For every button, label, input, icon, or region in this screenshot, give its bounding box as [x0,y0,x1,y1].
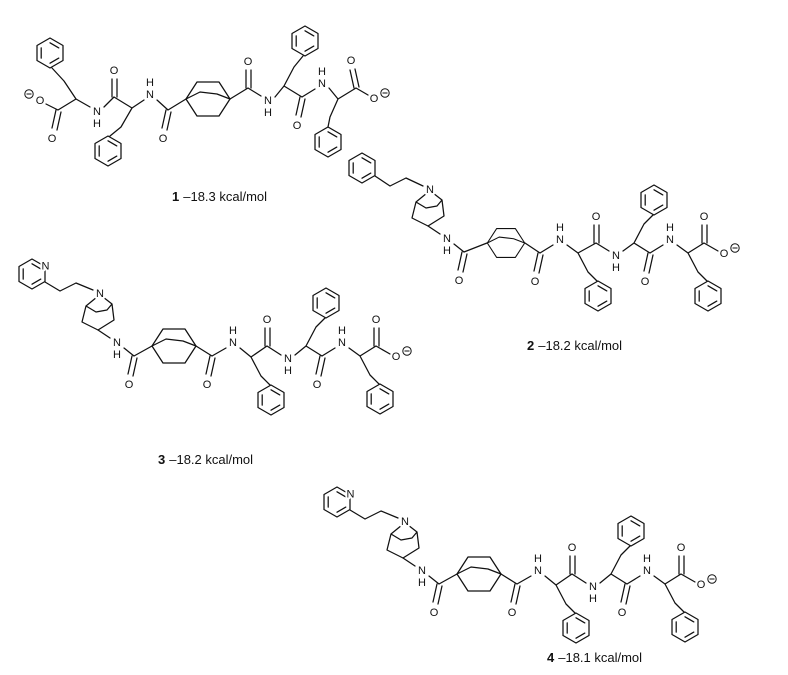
double-bonds [457,224,708,274]
nitrogen-label: N [264,95,272,107]
phenyl-ring [694,280,722,312]
molecule-4-caption: 4–18.1 kcal/mol [547,650,642,665]
molecule-4-structure [324,487,716,643]
nitrogen-label: N [93,106,101,118]
bicyclooctane-cage [486,228,526,258]
nitrogen-label: N [556,234,564,246]
molecule-1-caption: 1–18.3 kcal/mol [172,189,267,204]
nitrogen-label: N [443,233,451,245]
bicyclooctane-cage [185,81,231,117]
compound-number: 4 [547,650,555,665]
hydrogen-label: H [318,66,326,78]
negative-charge-icon [24,89,34,99]
compound-number: 3 [158,452,166,467]
negative-charge-icon [380,88,390,98]
hydrogen-label: H [93,118,101,130]
oxygen-label: O [347,55,356,67]
phenyl-ring [291,25,319,57]
phenyl-ring [348,152,376,184]
oxygen-label: O [370,93,379,105]
binding-energy: –18.2 kcal/mol [169,452,254,467]
oxygen-label: O [293,120,302,132]
phenyl-ring [36,37,64,69]
compound-number: 1 [172,189,180,204]
binding-energy: –18.1 kcal/mol [558,650,643,665]
compound-number: 2 [527,338,535,353]
nitrogen-label: N [318,78,326,90]
hydrogen-label: H [146,77,154,89]
phenyl-ring [314,126,342,158]
bond-skeleton [374,175,719,282]
phenyl-ring [584,280,612,312]
oxygen-label: O [720,248,729,260]
negative-charge-icon [730,243,740,253]
oxygen-label: O [641,276,650,288]
molecule-1-structure: O O N H O N H O O N H O N H O O [24,25,390,167]
hydrogen-label: H [443,245,451,257]
hydrogen-label: H [666,222,674,234]
binding-energy: –18.3 kcal/mol [183,189,268,204]
tropane-bicycle [410,182,446,228]
oxygen-label: O [700,211,709,223]
oxygen-label: O [48,133,57,145]
oxygen-label: O [455,275,464,287]
nitrogen-label: N [146,89,154,101]
molecule-2-caption: 2–18.2 kcal/mol [527,338,622,353]
oxygen-label: O [531,276,540,288]
nitrogen-label: N [612,250,620,262]
molecule-3-structure [19,259,411,415]
oxygen-label: O [36,95,45,107]
hydrogen-label: H [264,107,272,119]
oxygen-label: O [159,133,168,145]
phenyl-ring [640,184,668,216]
oxygen-label: O [592,211,601,223]
nitrogen-label: N [666,234,674,246]
oxygen-label: O [244,56,253,68]
phenyl-ring [94,135,122,167]
double-bonds [51,68,360,131]
hydrogen-label: H [612,262,620,274]
molecule-2-structure: N H O O N H O N H O N H O O [348,152,740,312]
oxygen-label: O [110,65,119,77]
bond-skeleton [45,55,369,137]
molecule-3-caption: 3–18.2 kcal/mol [158,452,253,467]
binding-energy: –18.2 kcal/mol [538,338,623,353]
hydrogen-label: H [556,222,564,234]
